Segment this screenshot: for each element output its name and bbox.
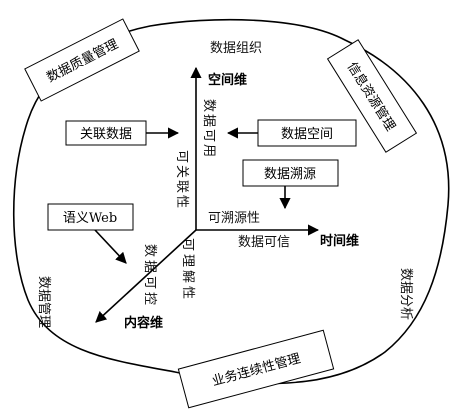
label-understandable: 可理解性 <box>180 238 195 302</box>
label-data-available: 数据可用 <box>201 99 216 159</box>
axis-space-label: 空间维 <box>208 72 247 88</box>
business-continuity-management-box: 业务连续性管理 <box>177 329 335 409</box>
ring-label-right: 数据分析 <box>398 268 413 320</box>
data-quality-management-box: 数据质量管理 <box>24 18 140 102</box>
linked-data-box: 关联数据 <box>65 120 147 146</box>
label-linkable: 可关联性 <box>174 150 189 210</box>
ring-label-left: 数据管理 <box>36 276 51 328</box>
content-axis <box>95 229 197 323</box>
svg-text:关联数据: 关联数据 <box>80 127 132 142</box>
semantic-web-arrow <box>94 229 127 264</box>
label-controllable: 数据可控 <box>142 244 157 308</box>
svg-text:数据溯源: 数据溯源 <box>264 166 316 182</box>
label-trusted: 数据可信 <box>238 235 290 250</box>
svg-text:数据空间: 数据空间 <box>281 127 333 142</box>
data-space-box: 数据空间 <box>257 119 357 147</box>
axis-content-label: 内容维 <box>124 315 163 331</box>
axis-time-label: 时间维 <box>320 233 359 249</box>
data-provenance-box: 数据溯源 <box>242 159 339 187</box>
label-traceable: 可溯源性 <box>208 210 260 226</box>
semantic-web-box: 语义Web <box>47 203 134 231</box>
info-resource-management-box: 信息资源管理 <box>326 39 418 153</box>
ring-label-top: 数据组织 <box>210 41 262 56</box>
svg-text:语义Web: 语义Web <box>63 211 117 226</box>
